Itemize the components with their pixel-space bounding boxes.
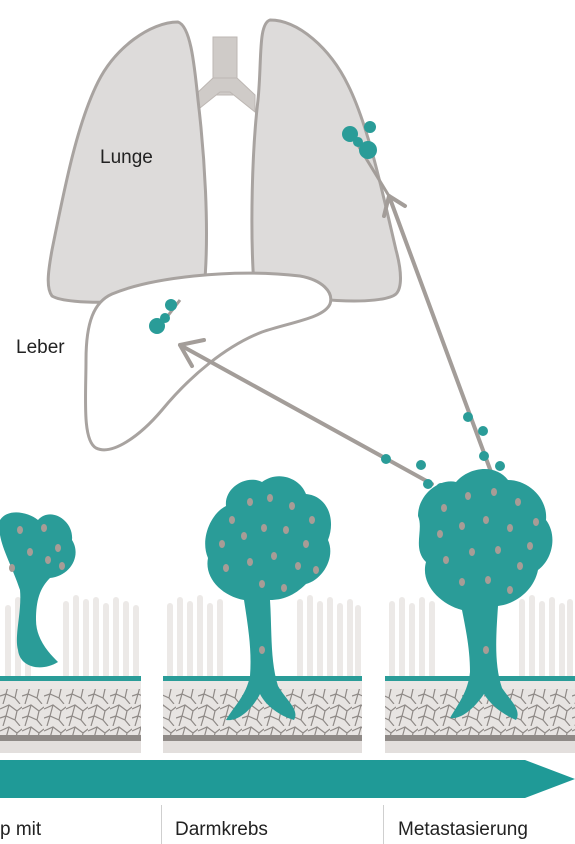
lung-label: Lunge bbox=[100, 147, 153, 168]
metastasis-arrow-liver bbox=[180, 340, 432, 484]
metastasis-arrow-lung bbox=[384, 196, 494, 480]
stage-divider-2 bbox=[383, 805, 384, 844]
timeline-arrow bbox=[0, 760, 575, 798]
stage-divider-1 bbox=[161, 805, 162, 844]
stage-label-metastasis: Metastasierung bbox=[398, 819, 528, 841]
stage-label-polyp: p mit bbox=[0, 819, 41, 841]
stage-label-cancer: Darmkrebs bbox=[175, 819, 268, 841]
liver-label: Leber bbox=[16, 337, 65, 358]
